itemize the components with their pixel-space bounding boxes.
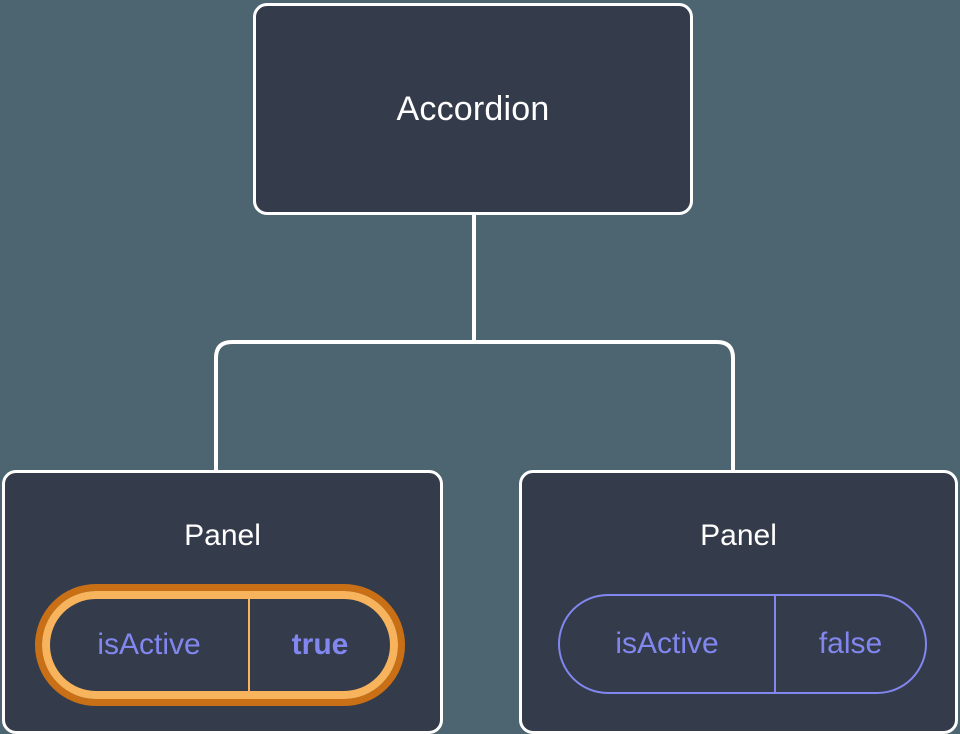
node-accordion[interactable]: Accordion	[253, 3, 693, 215]
prop-pill-isactive-false[interactable]: isActive false	[558, 594, 927, 694]
prop-key-cell: isActive	[560, 596, 776, 692]
prop-key-label: isActive	[97, 628, 201, 661]
prop-value-label: false	[818, 627, 883, 660]
node-panel-right-title: Panel	[700, 519, 777, 552]
prop-value-cell: true	[250, 599, 390, 691]
prop-pill-isactive-true[interactable]: isActive true	[42, 591, 398, 699]
connector-branch-bar	[214, 340, 735, 470]
prop-key-cell: isActive	[50, 599, 250, 691]
prop-key-label: isActive	[615, 627, 719, 660]
node-panel-left-title: Panel	[184, 519, 261, 552]
node-panel-left[interactable]: Panel isActive true	[2, 470, 443, 734]
prop-value-label: true	[291, 628, 349, 661]
prop-pill-highlight-ring: isActive true	[35, 584, 405, 706]
node-panel-right[interactable]: Panel isActive false	[519, 470, 958, 734]
prop-value-cell: false	[776, 596, 925, 692]
node-accordion-title: Accordion	[396, 90, 550, 128]
